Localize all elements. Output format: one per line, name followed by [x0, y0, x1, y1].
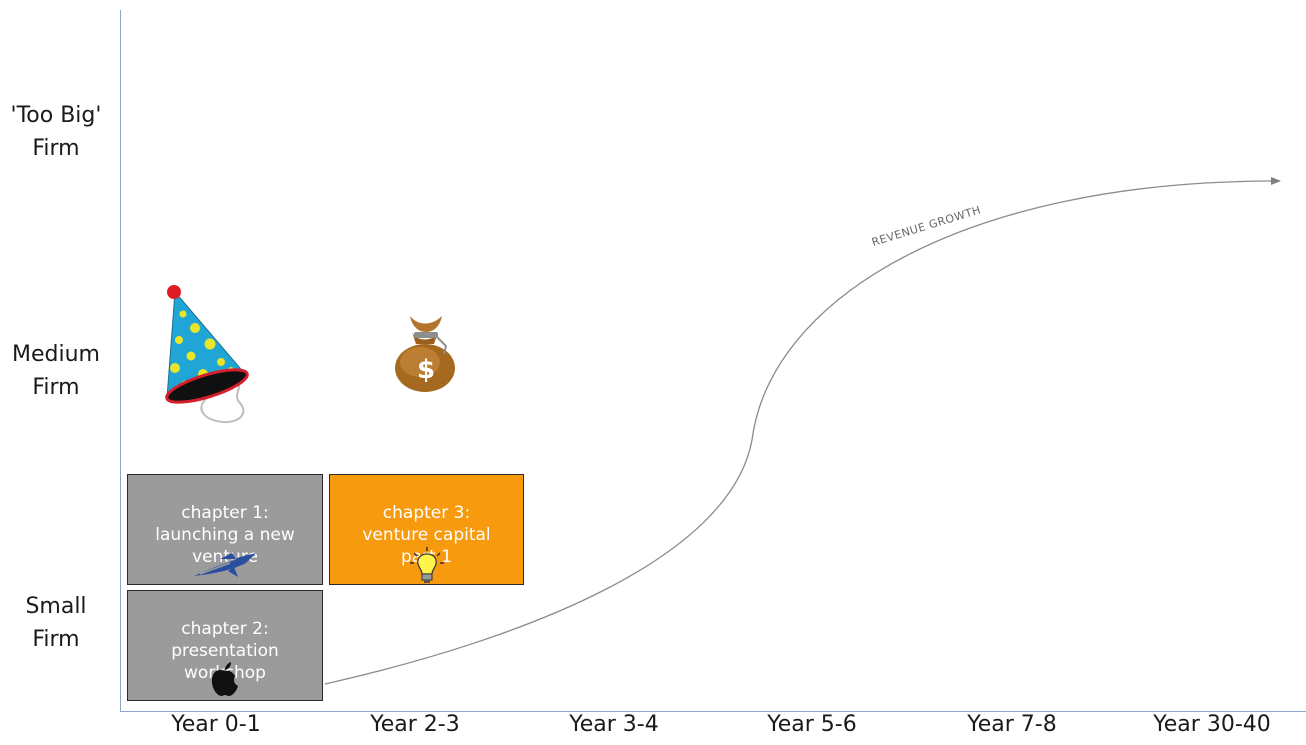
- chapter-3-card[interactable]: chapter 3: venture capital part 1: [329, 474, 524, 585]
- x-label-year-3-4: Year 3-4: [569, 712, 659, 737]
- chapter-3-text: chapter 3: venture capital part 1: [362, 503, 491, 567]
- x-label-year-7-8: Year 7-8: [967, 712, 1057, 737]
- party-hat-icon: [165, 285, 249, 424]
- y-label-small-firm: Small Firm: [25, 594, 87, 652]
- y-axis-line: [120, 10, 121, 712]
- rocket-icon: [194, 553, 256, 577]
- apple-logo-icon: [211, 662, 238, 696]
- x-label-year-0-1: Year 0-1: [171, 712, 261, 737]
- chapter-1-card[interactable]: chapter 1: launching a new venture: [127, 474, 323, 585]
- chapter-2-text: chapter 2: presentation workshop: [171, 619, 279, 683]
- y-label-too-big-firm: 'Too Big' Firm: [10, 103, 102, 161]
- money-bag-symbol: $: [417, 355, 435, 385]
- x-label-year-2-3: Year 2-3: [370, 712, 460, 737]
- x-axis-line: [120, 711, 1306, 712]
- x-label-year-30-40: Year 30-40: [1153, 712, 1271, 737]
- money-bag-icon: $: [395, 316, 455, 392]
- y-label-medium-firm: Medium Firm: [12, 342, 100, 400]
- lightbulb-icon: [409, 547, 444, 583]
- x-label-year-5-6: Year 5-6: [767, 712, 857, 737]
- chapter-2-card[interactable]: chapter 2: presentation workshop: [127, 590, 323, 701]
